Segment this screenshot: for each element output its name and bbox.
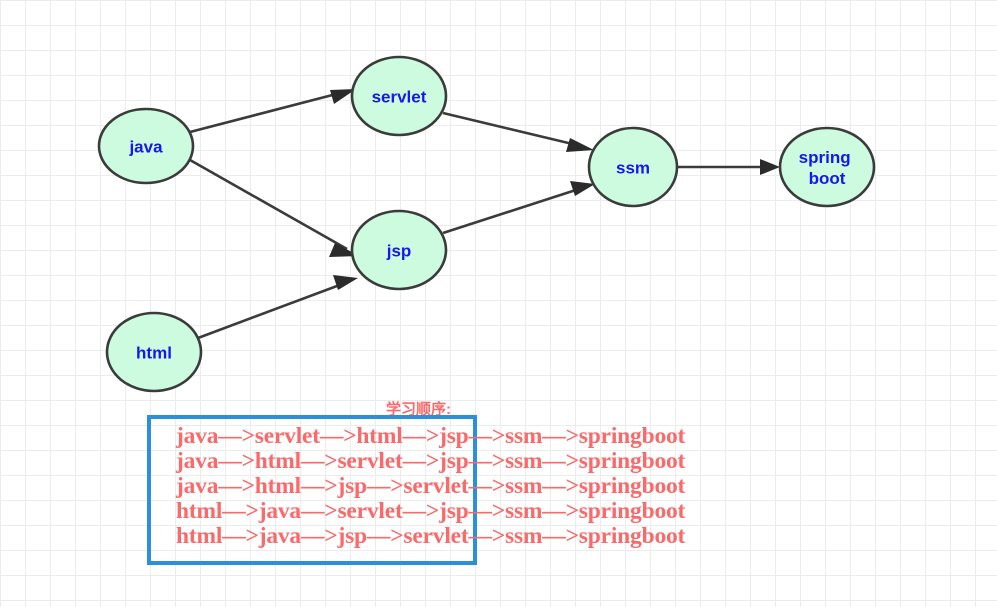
node-label: java: [128, 138, 163, 157]
node-shape[interactable]: [587, 126, 679, 208]
arrowhead-icon: [333, 275, 358, 290]
list-item: java—>servlet—>html—>jsp—>ssm—>springboo…: [176, 423, 686, 449]
edge-line: [189, 158, 348, 251]
node-label: html: [136, 344, 172, 363]
edge-java-to-servlet: [189, 89, 356, 134]
learning-order-list: java—>servlet—>html—>jsp—>ssm—>springboo…: [176, 424, 736, 549]
list-item: html—>java—>jsp—>servlet—>ssm—>springboo…: [176, 523, 686, 549]
arrowhead-icon: [760, 159, 780, 175]
node-shape[interactable]: [350, 55, 448, 137]
arrowhead-icon: [570, 181, 595, 196]
node-shape[interactable]: [350, 209, 448, 291]
edge-html-to-jsp: [197, 275, 358, 340]
node-shape[interactable]: [778, 126, 876, 208]
node-servlet[interactable]: servlet: [350, 55, 448, 137]
note-title: 学习顺序:: [386, 401, 451, 418]
note-highlight-box: [147, 415, 477, 565]
edge-line: [189, 90, 345, 134]
node-java[interactable]: java: [97, 107, 195, 185]
list-item: java—>html—>servlet—>jsp—>ssm—>springboo…: [176, 448, 686, 474]
node-jsp[interactable]: jsp: [350, 209, 448, 291]
node-label: servlet: [372, 88, 427, 107]
node-label: jsp: [386, 242, 412, 261]
edge-line: [197, 281, 346, 340]
edge-jsp-to-ssm: [442, 181, 595, 235]
arrowhead-icon: [330, 89, 356, 104]
node-shape[interactable]: [105, 311, 203, 393]
node-label-multiline: spring boot: [799, 148, 856, 188]
arrowhead-icon: [566, 138, 594, 152]
list-item: html—>java—>servlet—>jsp—>ssm—>springboo…: [176, 498, 686, 524]
list-item: java—>html—>jsp—>servlet—>ssm—>springboo…: [176, 473, 686, 499]
node-ssm[interactable]: ssm: [587, 126, 679, 208]
node-shape[interactable]: [97, 107, 195, 185]
edge-servlet-to-ssm: [442, 111, 594, 152]
edge-line: [442, 186, 583, 235]
edge-line: [442, 111, 582, 148]
node-springboot[interactable]: spring boot: [778, 126, 876, 208]
node-label: ssm: [616, 159, 650, 178]
edge-java-to-jsp: [189, 158, 359, 257]
node-html[interactable]: html: [105, 311, 203, 393]
edge-ssm-to-springboot: [678, 159, 780, 175]
